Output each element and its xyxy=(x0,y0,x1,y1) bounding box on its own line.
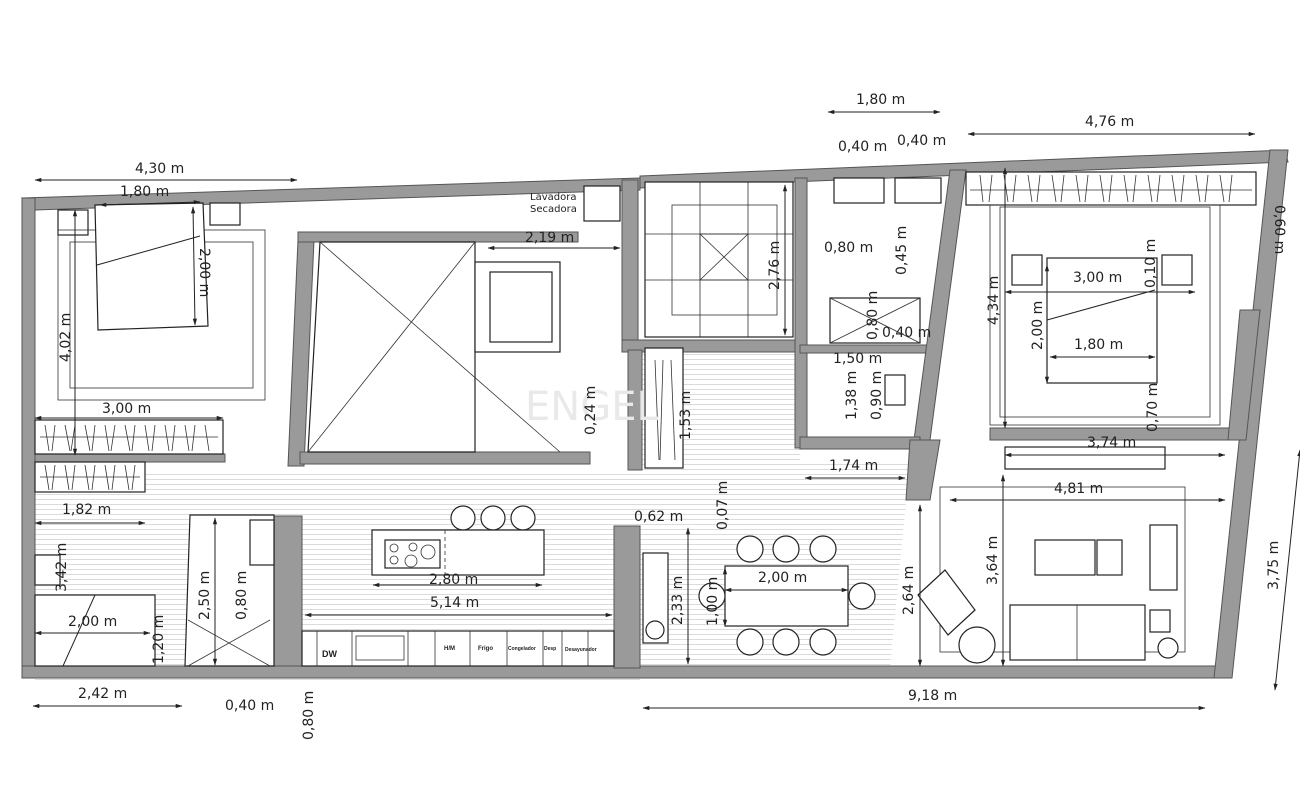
dim-0-40-shower: 0,40 m xyxy=(882,325,931,341)
master-bedroom xyxy=(965,171,1257,426)
dim-1-74: 1,74 m xyxy=(829,458,878,474)
dim-0-60: 0,60 m xyxy=(1271,205,1287,254)
dim-1-50: 1,50 m xyxy=(833,351,882,367)
dining-area xyxy=(642,535,876,656)
unit-dw: DW xyxy=(322,649,337,659)
dim-2-50: 2,50 m xyxy=(197,571,213,620)
dim-3-64: 3,64 m xyxy=(985,536,1001,585)
dim-0-70: 0,70 m xyxy=(1145,383,1161,432)
living-room xyxy=(917,446,1186,664)
dim-4-81: 4,81 m xyxy=(1054,481,1103,497)
dim-0-40-b: 0,40 m xyxy=(897,133,946,149)
laundry-label-2: Secadora xyxy=(530,204,577,215)
unit-desp: Desp xyxy=(544,646,556,652)
dim-1-80-top: 1,80 m xyxy=(856,92,905,108)
dim-0-10: 0,10 m xyxy=(1143,239,1159,288)
laundry-label-1: Lavadora xyxy=(530,192,576,203)
dim-0-80-bottom: 0,80 m xyxy=(301,691,317,740)
dim-2-42: 2,42 m xyxy=(78,686,127,702)
dim-2-00-master: 2,00 m xyxy=(1030,301,1046,350)
unit-frigo: Frigo xyxy=(478,646,493,652)
unit-hm: H/M xyxy=(444,646,455,652)
dim-2-00-table: 2,00 m xyxy=(758,570,807,586)
bedroom-3 xyxy=(34,461,156,667)
dim-5-14: 5,14 m xyxy=(430,595,479,611)
dim-3-00-wardrobe: 3,00 m xyxy=(102,401,151,417)
dim-3-42: 3,42 m xyxy=(54,543,70,592)
closet xyxy=(644,347,684,469)
dim-0-07: 0,07 m xyxy=(715,481,731,530)
dim-2-00-bed3: 2,00 m xyxy=(68,614,117,630)
dim-2-64: 2,64 m xyxy=(901,566,917,615)
dim-3-74: 3,74 m xyxy=(1087,435,1136,451)
dim-2-19: 2,19 m xyxy=(525,230,574,246)
dim-4-76: 4,76 m xyxy=(1085,114,1134,130)
dim-3-00-master: 3,00 m xyxy=(1073,270,1122,286)
unit-congelador: Congelador xyxy=(508,646,536,652)
laundry: Lavadora Secadora xyxy=(530,185,621,222)
dim-4-34: 4,34 m xyxy=(986,276,1002,325)
dim-1-00: 1,00 m xyxy=(705,577,721,626)
dim-4-30: 4,30 m xyxy=(135,161,184,177)
dim-2-80: 2,80 m xyxy=(429,572,478,588)
dim-2-00-bed1: 2,00 m xyxy=(196,248,212,297)
dim-2-33: 2,33 m xyxy=(670,576,686,625)
bathroom-top xyxy=(829,177,942,344)
dim-0-80-bath1: 0,80 m xyxy=(234,571,250,620)
dim-1-80-master: 1,80 m xyxy=(1074,337,1123,353)
dim-9-18: 9,18 m xyxy=(908,688,957,704)
dim-0-80-shower: 0,80 m xyxy=(865,291,881,340)
dim-0-62: 0,62 m xyxy=(634,509,683,525)
dim-0-40-a: 0,40 m xyxy=(838,139,887,155)
dim-0-40-bottom: 0,40 m xyxy=(225,698,274,714)
dim-1-53: 1,53 m xyxy=(678,391,694,440)
dim-1-80-bed1: 1,80 m xyxy=(120,184,169,200)
stairs xyxy=(644,181,794,338)
dimension-lines xyxy=(32,109,1300,711)
dim-4-02: 4,02 m xyxy=(58,313,74,362)
kitchen: DW H/M Frigo Congelador Desp Desayunador xyxy=(301,505,615,667)
dim-3-75: 3,75 m xyxy=(1266,541,1282,590)
watermark: ENGEL xyxy=(525,384,659,430)
dim-2-76: 2,76 m xyxy=(767,241,783,290)
bedroom-1 xyxy=(34,202,266,455)
dim-1-82: 1,82 m xyxy=(62,502,111,518)
dim-0-90: 0,90 m xyxy=(869,371,885,420)
dim-0-24: 0,24 m xyxy=(583,386,599,435)
dimension-labels: 4,30 m 1,80 m 2,00 m 4,02 m 3,00 m 1,82 … xyxy=(54,92,1287,740)
patio xyxy=(307,241,561,453)
dim-1-38: 1,38 m xyxy=(844,371,860,420)
dim-0-80-toilet: 0,80 m xyxy=(824,240,873,256)
dim-1-20: 1,20 m xyxy=(151,615,167,664)
wc xyxy=(884,374,906,406)
bathroom-left xyxy=(184,514,275,667)
unit-desayunador: Desayunador xyxy=(565,647,597,653)
dim-0-45: 0,45 m xyxy=(894,226,910,275)
